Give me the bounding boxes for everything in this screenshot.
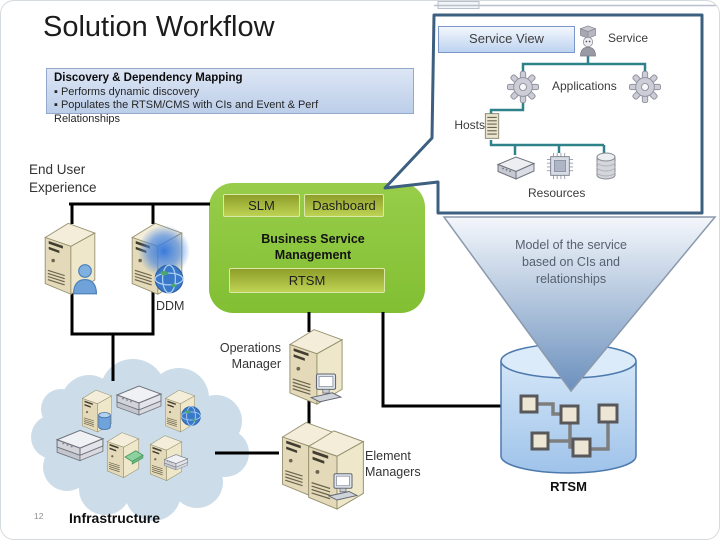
resources-node-label: Resources	[528, 186, 586, 200]
operations-manager-label: Operations Manager	[196, 340, 281, 372]
funnel-line-2: based on CIs and	[522, 255, 620, 269]
black-connectors	[69, 202, 502, 455]
bsm-title: Business Service Management	[217, 232, 409, 263]
ddm-glow	[138, 225, 190, 277]
discovery-bullet-1: ▪ Performs dynamic discovery	[54, 85, 200, 98]
funnel-line-1: Model of the service	[515, 238, 627, 252]
slide-number: 12	[34, 511, 44, 521]
infrastructure-label: Infrastructure	[69, 510, 161, 526]
funnel-annotation: Model of the service based on CIs and re…	[481, 237, 661, 288]
slm-button: SLM	[223, 194, 300, 217]
infra-globe-icon	[181, 406, 201, 426]
bsm-title-line-2: Management	[274, 247, 352, 262]
applications-node-label: Applications	[552, 79, 617, 93]
bsm-title-line-1: Business Service	[261, 232, 365, 246]
resource-disk-icon	[596, 152, 616, 180]
hosts-node-label: Hosts	[454, 118, 485, 132]
em-line-2: Managers	[365, 465, 421, 479]
eue-line-2: Experience	[29, 179, 97, 195]
operations-manager-server-icon	[289, 328, 343, 405]
rtsm-button: RTSM	[229, 268, 385, 293]
discovery-bullet-continuation: Relationships	[54, 112, 121, 125]
end-user-experience-label: End User Experience	[29, 161, 97, 196]
ddm-label: DDM	[156, 299, 185, 313]
host-server-icon	[484, 113, 500, 139]
om-line-1: Operations	[219, 341, 281, 355]
service-view-tab: Service View	[438, 26, 575, 53]
element-managers-label: Element Managers	[365, 448, 421, 480]
dashboard-button: Dashboard	[304, 194, 384, 217]
resource-cpu-icon	[546, 152, 574, 180]
ci-topology-graph	[519, 394, 619, 458]
discovery-mapping-box: Discovery & Dependency Mapping ▪ Perform…	[46, 68, 414, 125]
discovery-box-heading: Discovery & Dependency Mapping	[54, 72, 243, 84]
page-title: Solution Workflow	[43, 11, 275, 43]
eue-line-1: End User	[29, 162, 86, 177]
background-edge-line	[434, 1, 719, 9]
discovery-bullet-2: ▪ Populates the RTSM/CMS with CIs and Ev…	[54, 99, 319, 111]
ddm-globe-icon	[154, 264, 184, 294]
infra-database-icon	[98, 412, 111, 430]
service-node-label: Service	[608, 31, 649, 45]
em-line-1: Element	[365, 449, 411, 463]
om-line-2: Manager	[231, 357, 281, 371]
rtsm-database-label: RTSM	[550, 479, 587, 494]
model-funnel	[442, 216, 717, 393]
funnel-line-3: relationships	[535, 272, 607, 286]
